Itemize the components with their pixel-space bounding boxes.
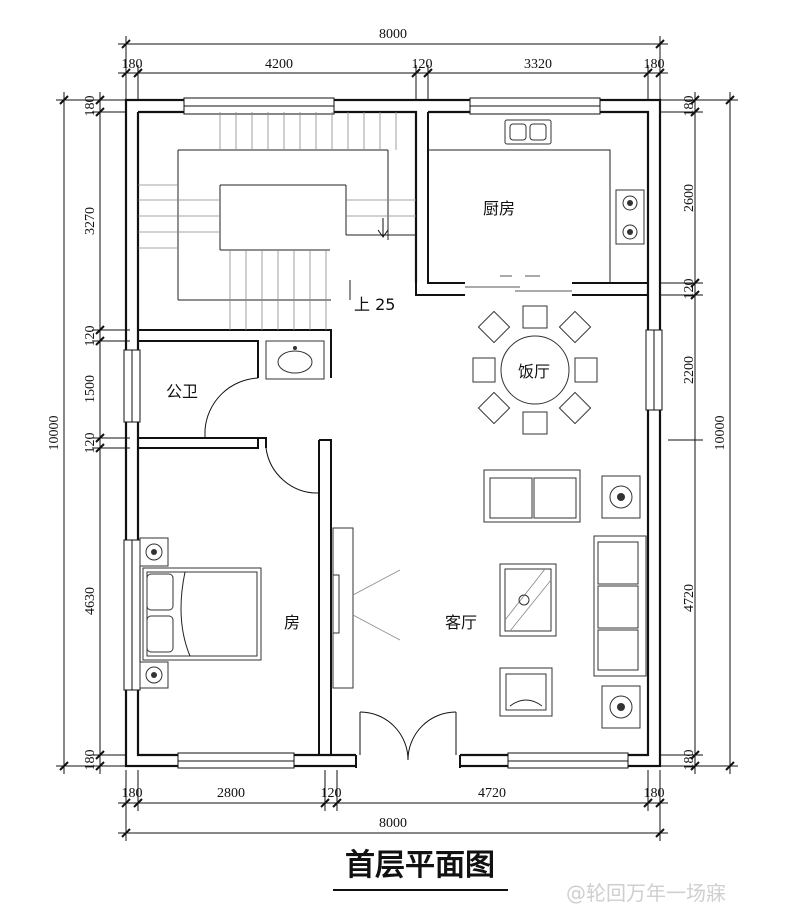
right-dimension-3: 120 [682, 279, 697, 300]
left-dimension-6: 4630 [83, 587, 98, 615]
armchair [499, 667, 553, 717]
side-table-bottom [601, 685, 641, 729]
bottom-dimension-lines [118, 770, 668, 841]
dining-label: 饭厅 [518, 362, 550, 381]
left-dimension-1: 180 [83, 96, 98, 117]
plan-title: 首层平面图 [345, 848, 495, 883]
left-dimension-4: 1500 [83, 375, 98, 403]
watermark: @轮回万年一场寐 [566, 881, 726, 905]
left-total-dimension: 10000 [47, 416, 62, 451]
bottom-dimension-1: 180 [122, 786, 143, 801]
tv-cabinet [332, 527, 401, 689]
left-dimension-7: 180 [83, 750, 98, 771]
bottom-dimension-5: 180 [644, 786, 665, 801]
stairs-up-label: 上 25 [354, 295, 395, 314]
left-dimension-2: 3270 [83, 207, 98, 235]
bedroom-door[interactable] [265, 447, 319, 494]
bottom-dimension-3: 120 [321, 786, 342, 801]
top-dimension-2: 4200 [265, 57, 293, 72]
living-room-label: 客厅 [445, 613, 477, 632]
kitchen-sliding-door[interactable] [465, 275, 572, 292]
top-dimension-3: 120 [412, 57, 433, 72]
top-total-dimension: 8000 [379, 27, 407, 42]
bedside-table-bottom [139, 661, 169, 689]
top-dimension-5: 180 [644, 57, 665, 72]
bottom-total-dimension: 8000 [379, 816, 407, 831]
right-dimension-1: 180 [682, 96, 697, 117]
exterior-walls [123, 97, 663, 769]
right-dimension-lines [660, 92, 738, 774]
left-dimension-5: 120 [83, 433, 98, 454]
right-dimension-5: 4720 [682, 584, 697, 612]
top-dimension-1: 180 [122, 57, 143, 72]
kitchen-counter [428, 119, 645, 283]
entrance-double-door[interactable] [359, 711, 457, 761]
top-dimension-4: 3320 [524, 57, 552, 72]
bathroom-door[interactable] [204, 377, 259, 431]
right-dimension-2: 2600 [682, 184, 697, 212]
right-total-dimension: 10000 [713, 416, 728, 451]
right-dimension-4: 2200 [682, 356, 697, 384]
coffee-table [499, 563, 557, 637]
staircase [138, 112, 416, 330]
left-dimension-3: 120 [83, 326, 98, 347]
sofa-right [593, 535, 647, 677]
right-dimension-6: 180 [682, 750, 697, 771]
bathroom-label: 公卫 [166, 382, 198, 401]
bathroom-sink [265, 340, 325, 380]
interior-walls [138, 112, 648, 756]
bottom-dimension-2: 2800 [217, 786, 245, 801]
side-table-top [601, 475, 641, 519]
kitchen-label: 厨房 [483, 199, 515, 218]
bedside-table-top [139, 537, 169, 567]
bedroom-label: 房 [284, 613, 300, 632]
bottom-dimension-4: 4720 [478, 786, 506, 801]
bed [142, 567, 262, 661]
left-dimension-lines [56, 92, 130, 774]
sofa-top [483, 469, 581, 523]
top-dimension-lines [118, 36, 668, 100]
dining-set [472, 305, 598, 435]
